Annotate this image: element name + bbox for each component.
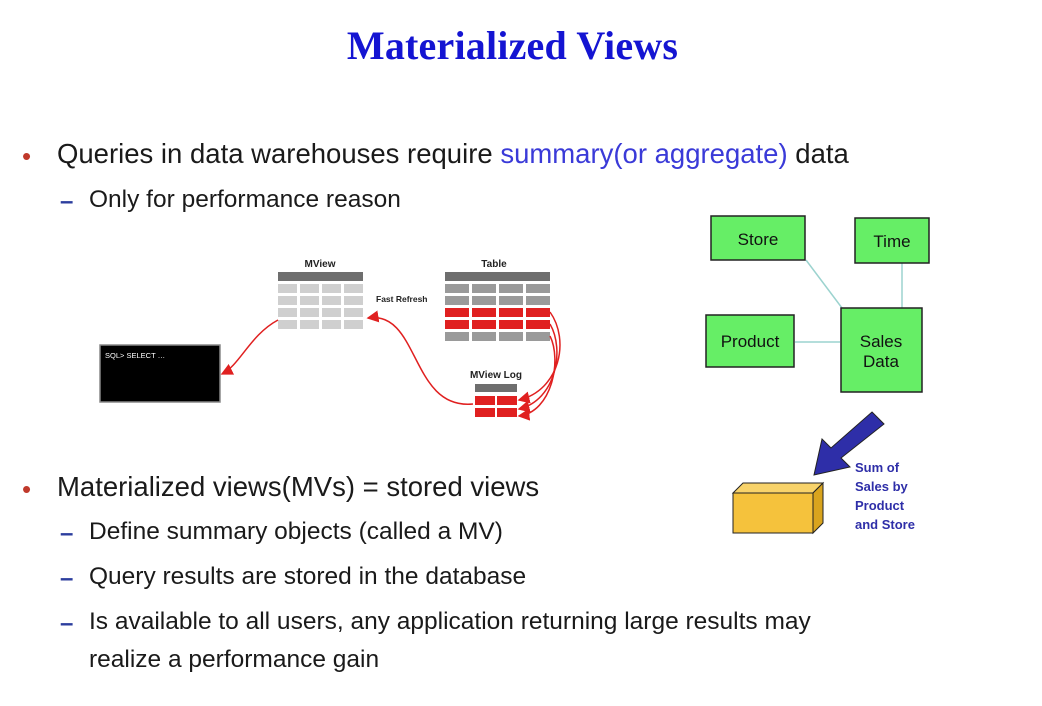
mview-log-label: MView Log [470, 370, 522, 381]
bullet-2-sub-3-cont: realize a performance gain [89, 646, 380, 673]
sub-bullet-marker: – [60, 188, 74, 215]
sub-bullet-marker: – [60, 610, 74, 637]
sales-data-entity [840, 307, 923, 393]
sales-label-line1: Sales [860, 332, 903, 351]
bullet-1-suffix: data [787, 138, 849, 169]
slide-title: Materialized Views [346, 23, 679, 68]
sales-label-line2: Data [863, 352, 899, 371]
time-entity [854, 217, 930, 264]
mview-log-icon [475, 384, 517, 417]
sum-text-line3: Product [855, 498, 905, 513]
bullet-2-sub-2: Query results are stored in the database [89, 563, 527, 590]
summary-box-icon [731, 481, 825, 535]
bullet-1: Queries in data warehouses require summa… [57, 138, 849, 170]
bullet-1-prefix: Queries in data warehouses require [57, 138, 501, 169]
bullet-2-sub-3: Is available to all users, any applicati… [89, 608, 811, 635]
fast-refresh-arrow [366, 310, 474, 405]
sum-text-line1: Sum of [855, 460, 900, 475]
bullet-2: Materialized views(MVs) = stored views [57, 471, 540, 502]
time-label: Time [873, 232, 910, 251]
bullet-1-highlight: summary(or aggregate) [500, 138, 788, 169]
mview-table-icon [278, 272, 363, 329]
sum-text-line4: and Store [855, 517, 915, 532]
fast-refresh-label: Fast Refresh [376, 294, 428, 304]
bullet-1-sub-1: Only for performance reason [89, 186, 401, 213]
bullet-2-sub-1: Define summary objects (called a MV) [89, 518, 503, 545]
sql-console [99, 344, 221, 403]
query-arrow [220, 319, 279, 375]
sum-text-line2: Sales by [855, 479, 909, 494]
log-arrow-1 [517, 311, 561, 404]
mview-label: MView [305, 259, 336, 270]
bullet-marker: • [22, 474, 32, 504]
sub-bullet-marker: – [60, 565, 74, 592]
mview-refresh-diagram: MView Table Fast Refresh MView Log SQL> … [99, 259, 561, 421]
table-label: Table [481, 259, 507, 270]
log-arrow-3 [517, 335, 556, 421]
product-entity [705, 314, 795, 368]
aggregate-arrow-icon [813, 411, 885, 476]
star-schema-diagram: Store Time Product Sales Data Sum of Sal… [705, 215, 930, 535]
store-label: Store [738, 230, 779, 249]
bullet-marker: • [22, 141, 32, 171]
store-entity [710, 215, 806, 261]
sql-command: SQL> SELECT … [105, 351, 165, 360]
source-table-icon [445, 272, 550, 341]
sub-bullet-marker: – [60, 520, 74, 547]
product-label: Product [721, 332, 780, 351]
